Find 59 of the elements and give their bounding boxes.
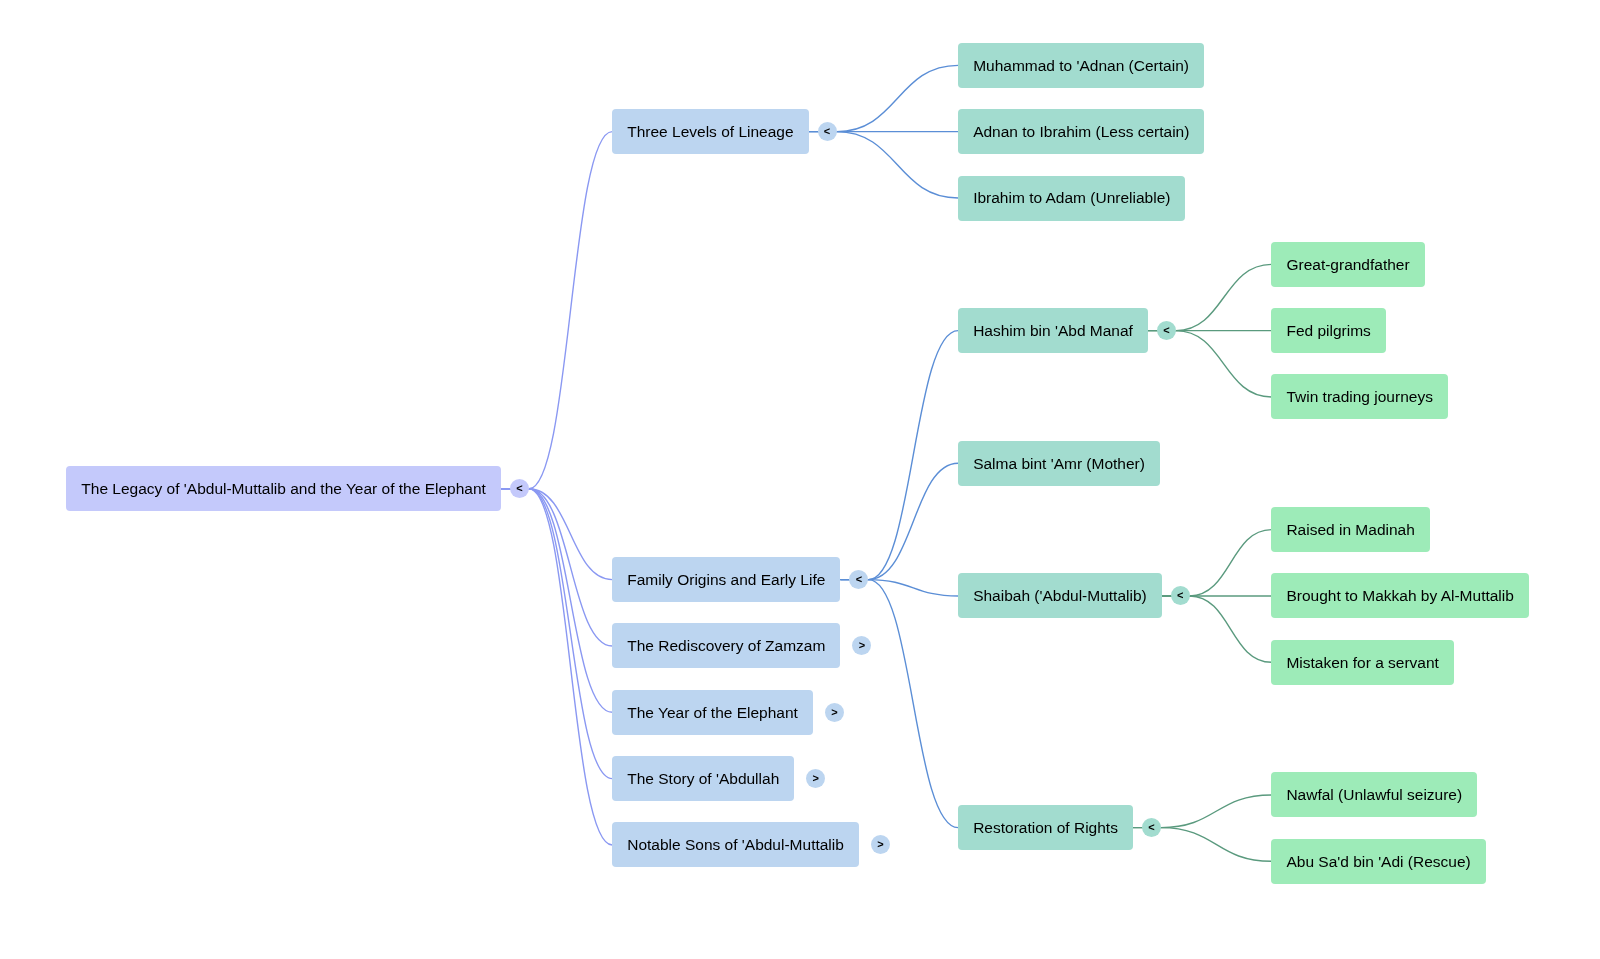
topic-box xyxy=(66,466,501,512)
topic-text: Abu Sa'd bin 'Adi (Rescue) xyxy=(1286,851,1471,872)
topic-box xyxy=(612,689,813,735)
topic-text: Brought to Makkah by Al-Muttalib xyxy=(1286,586,1514,607)
toggle-button: < xyxy=(509,479,529,499)
topic-box xyxy=(958,573,1162,619)
toggle-button: > xyxy=(870,835,890,855)
connector-line xyxy=(839,578,959,829)
topic-box xyxy=(1271,374,1448,420)
topic-box xyxy=(958,42,1204,88)
topic-box xyxy=(958,308,1148,354)
topic-box xyxy=(612,557,841,603)
connector-line xyxy=(807,130,959,199)
topic-text: Raised in Madinah xyxy=(1286,520,1415,540)
topic-box xyxy=(1271,308,1386,354)
topic-text: Great-grandfather xyxy=(1286,254,1410,275)
topic-box xyxy=(1271,639,1454,685)
topic-text: Restoration of Rights xyxy=(973,817,1118,838)
toggle-button: > xyxy=(806,769,826,789)
topic-text: Family Origins and Early Life xyxy=(627,570,826,590)
toggle-button: < xyxy=(1156,321,1176,341)
topic-text: Twin trading journeys xyxy=(1286,387,1433,408)
topic-text: Fed pilgrims xyxy=(1286,321,1371,342)
topic-box xyxy=(958,175,1186,221)
topic-text: Shaibah ('Abdul-Muttalib) xyxy=(973,586,1147,607)
toggle-button: > xyxy=(824,702,844,722)
topic-box xyxy=(1271,507,1430,553)
topic-box xyxy=(958,805,1133,851)
topic-text: The Story of 'Abdullah xyxy=(627,769,780,789)
connector-line xyxy=(1147,329,1273,398)
topic-box xyxy=(1271,573,1529,619)
topic-box xyxy=(612,756,795,802)
toggle-button: < xyxy=(849,570,869,590)
topic-text: Hashim bin 'Abd Manaf xyxy=(973,321,1133,342)
topic-box xyxy=(1271,838,1486,884)
topic-text: Ibrahim to Adam (Unreliable) xyxy=(973,188,1171,209)
topic-box xyxy=(612,109,809,155)
topic-box xyxy=(1271,241,1425,287)
topic-box xyxy=(612,822,859,868)
topic-text: The Legacy of 'Abdul-Muttalib and the Year of the Elephant xyxy=(81,479,486,500)
topic-text: Adnan to Ibrahim (Less certain) xyxy=(973,122,1190,143)
topic-text: The Year of the Elephant xyxy=(627,702,798,723)
topic-box xyxy=(958,109,1205,155)
topic-text: The Rediscovery of Zamzam xyxy=(627,636,826,657)
toggle-button: < xyxy=(817,122,837,142)
topic-box xyxy=(958,440,1160,486)
topic-text: Muhammad to 'Adnan (Certain) xyxy=(973,55,1189,76)
topic-box xyxy=(1271,772,1478,818)
topic-text: Three Levels of Lineage xyxy=(627,122,794,143)
topic-text: Salma bint 'Amr (Mother) xyxy=(973,453,1145,474)
connector-line xyxy=(1161,595,1273,663)
toggle-button: < xyxy=(1141,818,1161,838)
topic-box xyxy=(612,623,841,669)
topic-text: Nawfal (Unlawful seizure) xyxy=(1286,785,1463,806)
toggle-button: > xyxy=(852,636,872,656)
topic-text: Mistaken for a servant xyxy=(1286,652,1439,673)
toggle-button: < xyxy=(1170,586,1190,606)
connector-line xyxy=(1132,826,1273,862)
topic-text: Notable Sons of 'Abdul-Muttalib xyxy=(627,835,844,856)
